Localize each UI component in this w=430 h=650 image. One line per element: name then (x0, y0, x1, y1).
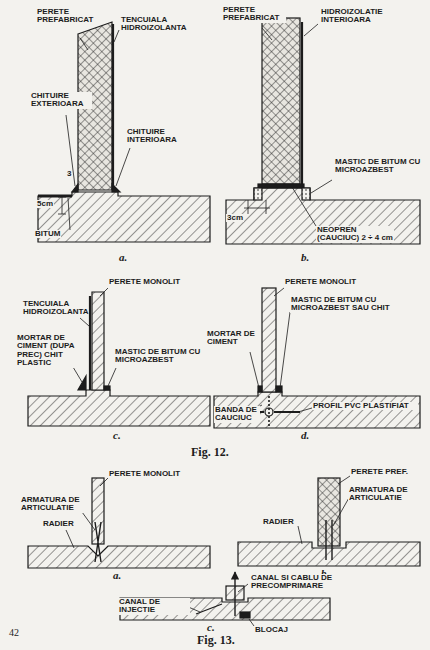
part-label: ARMATURA DE ARTICULATIE (348, 486, 426, 503)
subfigure-letter: a. (112, 570, 122, 582)
part-label: MASTIC DE BITUM CU MICROAZBEST (114, 348, 202, 365)
subfigure-letter: c. (206, 622, 216, 634)
part-label: PERETE MONOLIT (108, 278, 190, 286)
part-label: RADIER (262, 518, 295, 526)
fig-12d (214, 288, 420, 428)
part-label: TENCUIALA HIDROIZOLANTA (120, 16, 192, 33)
subfigure-letter: b. (300, 252, 310, 264)
dimension: 3 (66, 170, 72, 178)
part-label: NEOPREN (CAUCIUC) 2 ÷ 4 cm (316, 226, 394, 243)
part-label: ARMATURA DE ARTICULATIE (20, 496, 88, 513)
part-label: TENCUIALA HIDROIZOLANTA (22, 300, 86, 317)
part-label: RADIER (42, 520, 75, 528)
subfigure-letter: c. (112, 430, 122, 442)
part-label: CHITUIRE EXTERIOARA (30, 92, 92, 109)
part-label: PERETE MONOLIT (108, 470, 190, 478)
part-label: CANAL DE INJECTIE (118, 598, 190, 615)
part-label: PERETE PREF. (350, 468, 422, 476)
part-label: HIDROIZOLATIE INTERIOARA (320, 8, 402, 25)
part-label: BITUM (34, 230, 61, 238)
fig-12b (226, 18, 420, 244)
part-label: PERETE PREFABRICAT (222, 6, 286, 23)
part-label: CANAL SI CABLU DE PRECOMPRIMARE (250, 574, 362, 591)
page-number: 42 (8, 628, 20, 639)
part-label: MASTIC DE BITUM CU MICROAZBEST SAU CHIT (290, 296, 410, 313)
part-label: PROFIL PVC PLASTIFIAT (312, 402, 418, 410)
part-label: BLOCAJ (254, 626, 289, 634)
fig-13a (28, 478, 210, 568)
subfigure-letter: a. (118, 252, 128, 264)
fig-12a (38, 22, 210, 242)
part-label: CHITUIRE INTERIOARA (126, 128, 198, 145)
part-label: BANDA DE CAUCIUC (214, 406, 260, 423)
dimension: 5cm (36, 200, 54, 208)
figure-caption: Fig. 13. (196, 634, 236, 647)
dimension: 3cm (226, 214, 244, 222)
figure-caption: Fig. 12. (190, 446, 230, 459)
part-label: PERETE MONOLIT (284, 278, 366, 286)
part-label: MORTAR DE CIMENT (DUPA PREC) CHIT PLASTI… (16, 334, 80, 368)
part-label: MORTAR DE CIMENT (206, 330, 260, 347)
part-label: PERETE PREFABRICAT (36, 8, 98, 25)
subfigure-letter: d. (300, 430, 310, 442)
part-label: MASTIC DE BITUM CU MICROAZBEST (334, 158, 424, 175)
